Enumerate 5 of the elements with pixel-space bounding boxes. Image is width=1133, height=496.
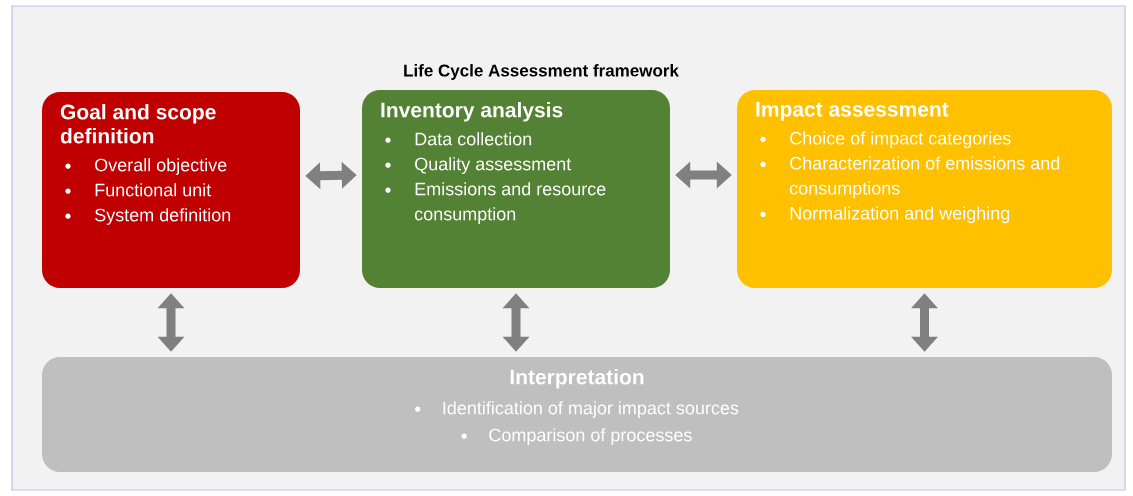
process-box: Interpretation Identification of major impact sources Comparison of processes	[42, 357, 1112, 472]
process-box: Impact assessment Choice of impact categories Characterization of emissions and consumptions Normalization and weighing	[737, 90, 1112, 288]
process-box: Inventory analysis Data collection Quality assessment Emissions and resource consumption	[362, 90, 670, 288]
diagram-title: Life Cycle Assessment framework	[404, 64, 679, 80]
process-box: Goal and scope definition Overall objective Functional unit System definition	[42, 92, 300, 288]
